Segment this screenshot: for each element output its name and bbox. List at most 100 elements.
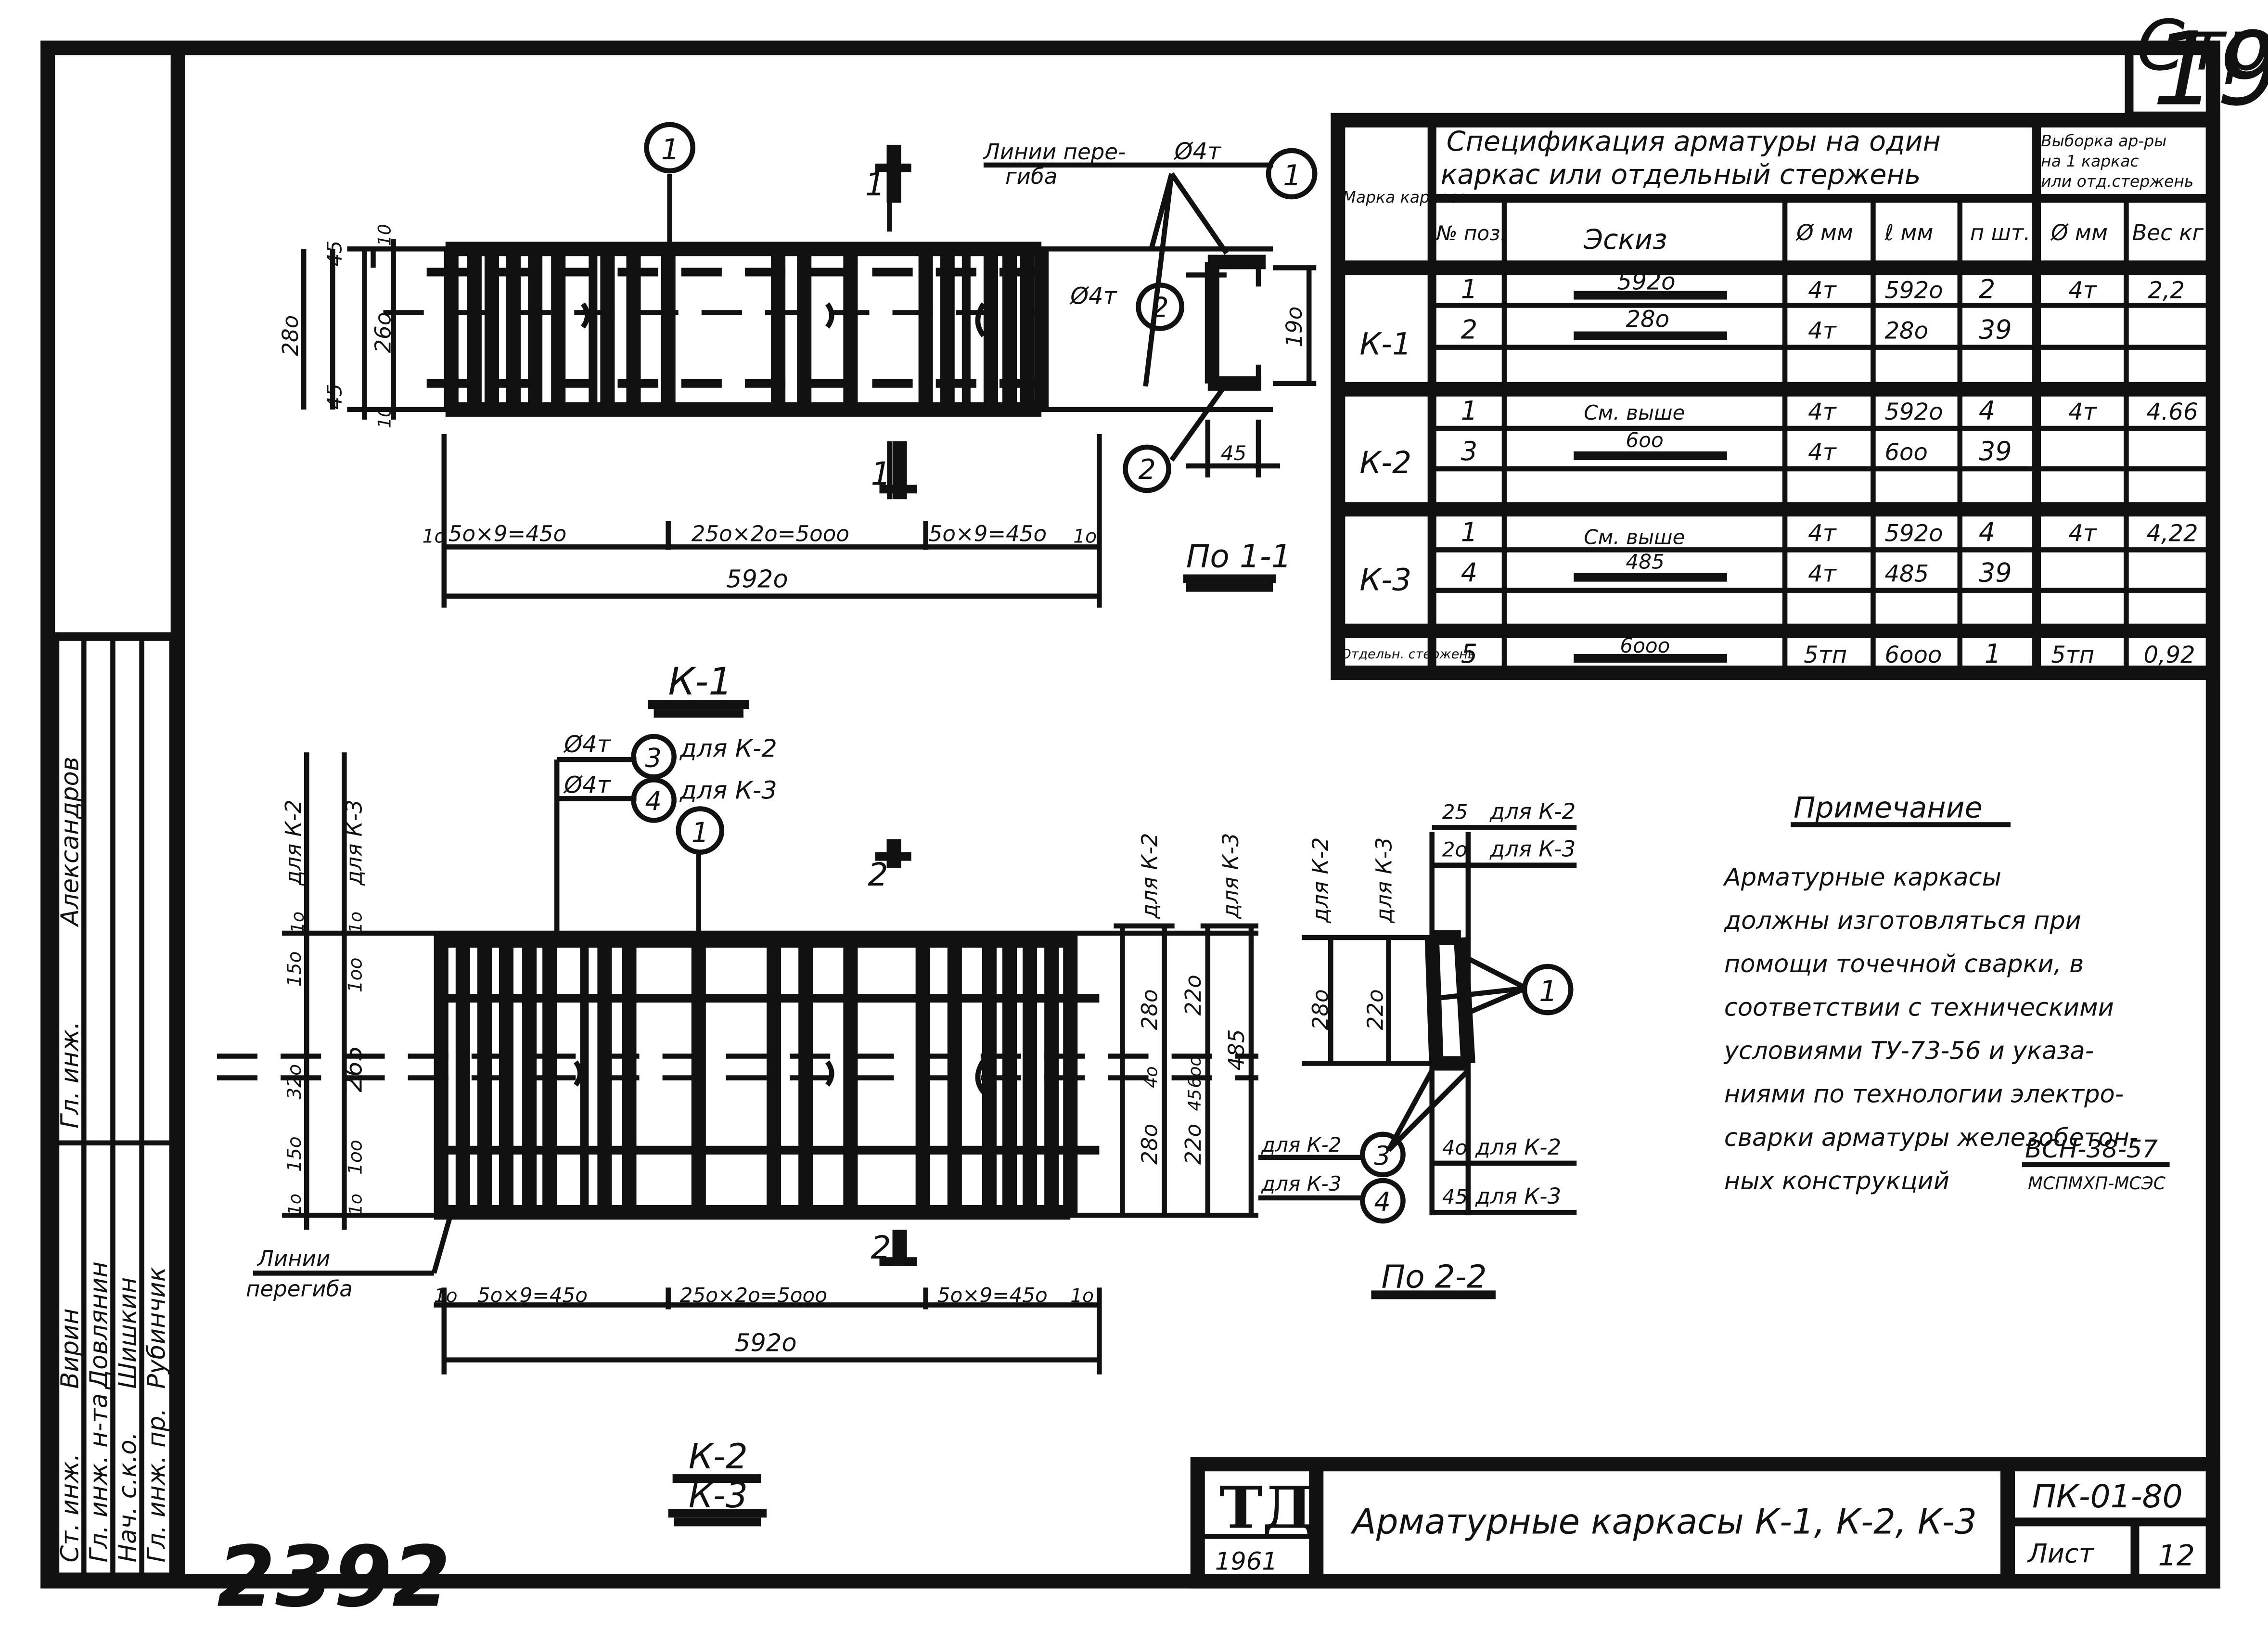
spec-weight: 0,92 bbox=[2144, 642, 2195, 668]
k23-dim-10e: 1о bbox=[434, 1285, 458, 1307]
spec-select-line3: или отд.стержень bbox=[2041, 172, 2193, 191]
notes-line: условиями ТУ-73-56 и указа- bbox=[1723, 1037, 2094, 1065]
title-block bbox=[1190, 1457, 2220, 1589]
spec-l: 6оо bbox=[1884, 439, 1927, 466]
spec-col-n: п шт. bbox=[1970, 220, 2031, 245]
spec-phi: 4т bbox=[1808, 277, 1837, 304]
k1-caption: К-1 bbox=[668, 660, 732, 704]
k23-section-mark-b: 2 bbox=[871, 1229, 891, 1266]
spec-sketch: См. выше bbox=[1584, 525, 1685, 549]
k1-dim-45b: 45 bbox=[322, 384, 346, 410]
k23-caption-bottom: К-3 bbox=[689, 1476, 748, 1516]
k23-for-k3-vert-c: для К-3 bbox=[1371, 837, 1397, 924]
signature-role: Нач. с.к.о. bbox=[114, 1432, 142, 1562]
spec-phi: 4т bbox=[1808, 439, 1837, 466]
signature-name: Вирин bbox=[56, 1309, 84, 1389]
k1-callout-1: 1 bbox=[661, 133, 679, 167]
k23-sec-dim-40: 4о bbox=[1442, 1136, 1468, 1159]
k23-for-k2-vert-c: для К-2 bbox=[1307, 837, 1333, 924]
spec-weight: 4.66 bbox=[2147, 398, 2198, 425]
spec-title-line1: Спецификация арматуры на один bbox=[1447, 126, 1941, 157]
spec-l: 485 bbox=[1884, 561, 1929, 588]
k23-dim-100a: 1оо bbox=[345, 958, 366, 993]
k23-sec-for-k2: для К-2 bbox=[1489, 799, 1576, 824]
k23-dim-10d: 1о bbox=[346, 1194, 366, 1215]
spec-col-l: ℓ мм bbox=[1884, 220, 1933, 245]
spec-l: 592о bbox=[1884, 277, 1943, 304]
k23-dim-320: 32о bbox=[284, 1064, 306, 1100]
spec-n: 39 bbox=[1979, 436, 2012, 466]
k23-callout-4b-circle bbox=[1360, 1178, 1406, 1224]
spec-phi2: 5тп bbox=[2051, 642, 2094, 668]
k1-phi-1: Ø4т bbox=[1174, 138, 1222, 165]
drawing-k1 bbox=[301, 144, 1317, 718]
sheet-code: 2392 bbox=[217, 1529, 450, 1626]
k1-phi-2: Ø4т bbox=[1069, 283, 1117, 309]
spec-l: 28о bbox=[1884, 318, 1928, 345]
signature-role: Гл. инж. bbox=[56, 1021, 84, 1128]
k1-section-mark: 1 bbox=[865, 166, 885, 203]
spec-phi: 4т bbox=[1808, 318, 1837, 345]
sheet-number: 12 bbox=[2158, 1539, 2195, 1572]
k1-callout-2b: 2 bbox=[1139, 454, 1156, 486]
notes-line: соответствии с техническими bbox=[1724, 993, 2114, 1022]
spec-phi2: 4т bbox=[2068, 520, 2098, 547]
k23-dim-100b: 1оо bbox=[345, 1140, 366, 1175]
spec-l: 592о bbox=[1884, 398, 1943, 425]
spec-mark: К-3 bbox=[1359, 562, 1411, 598]
spec-sketch: 592о bbox=[1617, 268, 1675, 295]
spec-mark: Отдельн. стержень bbox=[1341, 647, 1475, 662]
k23-dim-mid: 25о×2о=5ооо bbox=[680, 1283, 827, 1307]
k23-dim-220a: 22о bbox=[1180, 975, 1206, 1015]
k23-callout-1b: 1 bbox=[1539, 975, 1557, 1008]
k23-dim-40: 4о bbox=[1141, 1067, 1162, 1088]
k23-sec-for-k2-b: для К-2 bbox=[1475, 1134, 1561, 1160]
k23-for-k2: для К-2 bbox=[679, 734, 777, 763]
k23-dim-485: 485 bbox=[1224, 1029, 1249, 1070]
k1-bend-label-1: Линии пере- bbox=[983, 139, 1126, 165]
spec-col-mark: Марка каркаса bbox=[1342, 188, 1467, 206]
k23-callout-4b: 4 bbox=[1374, 1187, 1390, 1217]
k1-dim-right: 5о×9=45о bbox=[929, 521, 1047, 546]
k23-phi-3: Ø4т bbox=[563, 731, 611, 758]
spec-n: 2 bbox=[1979, 274, 1995, 304]
k23-sec-dim-220: 22о bbox=[1362, 989, 1388, 1030]
signature-name: Шишкин bbox=[114, 1277, 142, 1389]
spec-pos: 1 bbox=[1461, 274, 1477, 304]
spec-phi2: 4т bbox=[2068, 398, 2098, 425]
k23-sec-dim-45: 45 bbox=[1442, 1185, 1468, 1208]
spec-pos: 2 bbox=[1461, 315, 1477, 345]
spec-sketch: 6ооо bbox=[1620, 634, 1670, 657]
k1-dim-mid: 25о×2о=5ооо bbox=[692, 521, 849, 546]
title-logo: ТД bbox=[1219, 1474, 1314, 1542]
spec-weight: 2,2 bbox=[2148, 277, 2185, 304]
k23-dim-left: 5о×9=45о bbox=[477, 1283, 588, 1307]
notes-line: помощи точечной сварки, в bbox=[1724, 950, 2084, 978]
signature-role: Гл. инж. пр. bbox=[143, 1408, 171, 1563]
k23-dim-10f: 1о bbox=[1070, 1285, 1094, 1307]
k23-sec-dim-25: 25 bbox=[1442, 800, 1468, 824]
k23-for-k2-vert-b: для К-2 bbox=[1137, 833, 1163, 919]
notes-title: Примечание bbox=[1794, 791, 1982, 825]
page-number: 19 bbox=[2153, 11, 2268, 129]
k23-dim-total: 592о bbox=[735, 1329, 797, 1358]
spec-col-phi: Ø мм bbox=[1795, 220, 1853, 245]
k23-callout-1b-circle bbox=[1522, 964, 1574, 1015]
k23-dim-600: 6оо bbox=[1185, 1056, 1205, 1088]
k23-caption-top: К-2 bbox=[689, 1437, 748, 1477]
k23-callout-1: 1 bbox=[692, 817, 709, 849]
k23-callout-4-circle bbox=[631, 777, 677, 823]
title-year: 1961 bbox=[1215, 1547, 1278, 1576]
signature-role: Ст. инж. bbox=[56, 1453, 84, 1563]
k23-callout-3-circle bbox=[631, 733, 677, 780]
page-label: Стр. bbox=[2136, 6, 2268, 87]
k23-dim-280b: 28о bbox=[1137, 1124, 1163, 1165]
spec-phi: 4т bbox=[1808, 520, 1837, 547]
spec-col-sketch: Эскиз bbox=[1583, 224, 1667, 256]
spec-pos: 1 bbox=[1461, 517, 1477, 547]
k1-dim-45a: 45 bbox=[322, 241, 346, 267]
k1-dim-260: 26о bbox=[371, 312, 396, 353]
spec-phi: 5тп bbox=[1804, 642, 1847, 668]
notes-line: сварки арматуры железобетон- bbox=[1724, 1124, 2138, 1152]
k23-sec-dim-20: 2о bbox=[1442, 838, 1468, 861]
